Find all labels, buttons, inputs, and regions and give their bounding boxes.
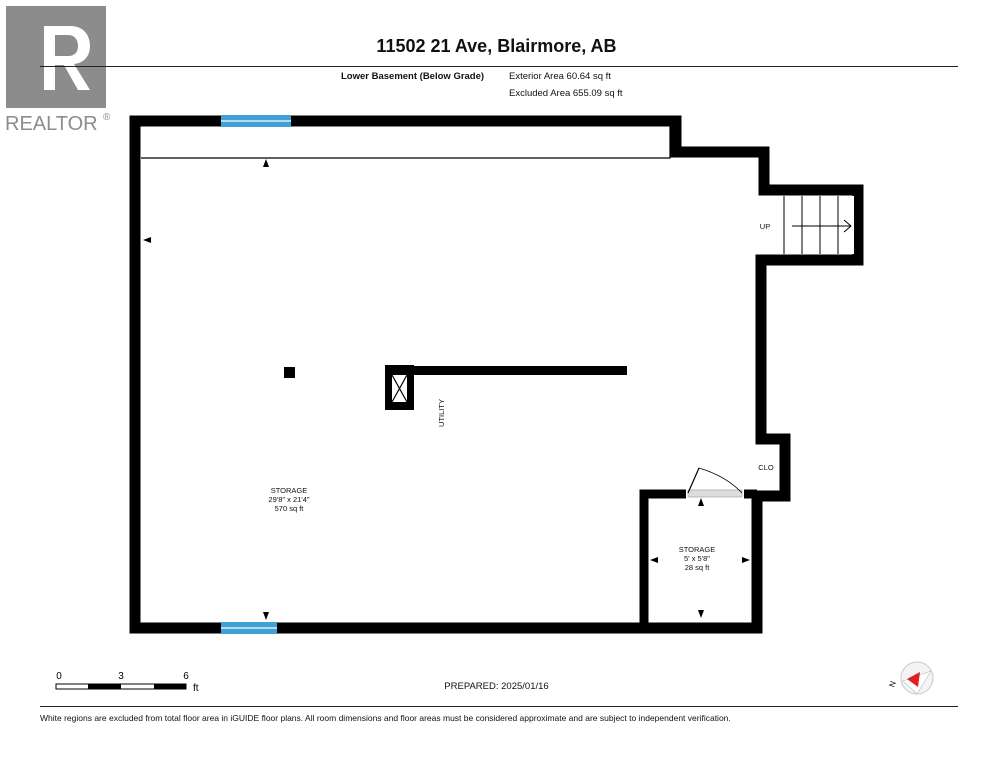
registered-mark: ® [103, 112, 111, 123]
dim-arrow-small-bottom [698, 610, 704, 618]
scale-tick-3: 3 [118, 671, 124, 682]
room-dims-storage-main: 29'8" x 21'4" [268, 495, 309, 504]
dimension-markers [143, 159, 750, 620]
door-leaf [687, 467, 700, 494]
excluded-area: Excluded Area 655.09 sq ft [509, 88, 623, 99]
room-label-closet: CLO [758, 463, 774, 472]
dim-arrow-bottom [263, 612, 269, 620]
dim-arrow-small-top [698, 498, 704, 506]
exterior-wall [129, 115, 864, 634]
realtor-logo: REALTOR ® [5, 6, 111, 135]
scale-unit: ft [193, 683, 199, 694]
room-area-storage-small: 28 sq ft [685, 563, 711, 572]
room-area-storage-main: 570 sq ft [275, 504, 305, 513]
room-label-utility: UTILITY [437, 399, 446, 427]
door-swing [698, 467, 743, 494]
dim-arrow-small-right [742, 557, 750, 563]
utility-chase-x [391, 374, 408, 403]
excluded-strip-outline [141, 126, 671, 159]
page-title: 11502 21 Ave, Blairmore, AB [376, 36, 617, 56]
dim-arrow-top [263, 159, 269, 167]
level-name: Lower Basement (Below Grade) [341, 71, 485, 82]
scale-tick-6: 6 [183, 671, 189, 682]
disclaimer: White regions are excluded from total fl… [40, 713, 731, 723]
stair-area [769, 196, 854, 254]
room-name-storage-small: STORAGE [679, 545, 716, 554]
partition-wall [385, 366, 627, 375]
support-post [284, 367, 295, 378]
dim-arrow-small-left [650, 557, 658, 563]
stairs-label: UP [760, 222, 770, 231]
compass-north-label: N [887, 680, 898, 689]
small-storage-wall [639, 489, 686, 628]
scale-bar [55, 683, 187, 690]
room-name-storage-main: STORAGE [271, 486, 308, 495]
exterior-area: Exterior Area 60.64 sq ft [509, 71, 611, 82]
header-divider [40, 66, 958, 67]
dim-arrow-left [143, 237, 151, 243]
staircase [783, 196, 852, 254]
prepared-date: PREPARED: 2025/01/16 [444, 681, 549, 692]
compass-icon [900, 661, 934, 695]
realtor-r-glyph [44, 26, 90, 90]
realtor-logo-text: REALTOR [5, 113, 98, 135]
footer-divider [40, 706, 958, 707]
room-dims-storage-small: 5' x 5'8" [684, 554, 710, 563]
door-threshold [687, 489, 743, 498]
scale-tick-0: 0 [56, 671, 62, 682]
